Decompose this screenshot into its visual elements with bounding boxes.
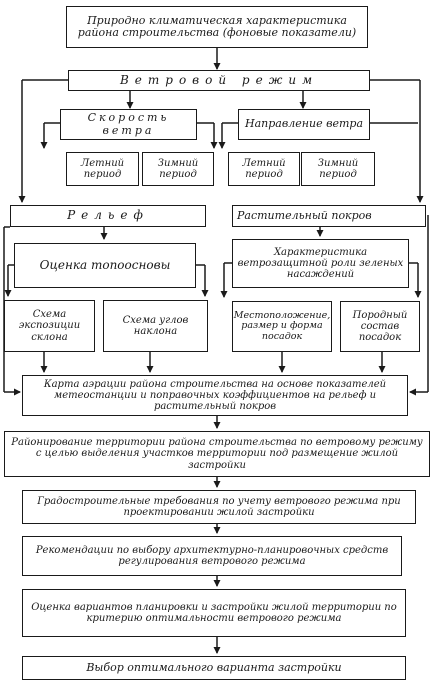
node-vegetation-text: Растительный покров [237,208,372,222]
node-slope-angles: Схема углов наклона [103,300,208,352]
node-speed-winter: Зимний период [142,152,214,186]
node-dir-winter-text: Зимний период [317,157,359,180]
node-variant-assessment-text: Оценка вариантов планировки и застройки … [31,601,397,624]
node-slope-exposure-text: Схема экспозиции склона [18,309,81,343]
node-dir-winter: Зимний период [301,152,375,186]
node-planting-species-text: Породный состав посадок [352,309,408,344]
node-wind-regime-text: Ветровой режим [119,72,319,87]
node-relief-text: Рельеф [67,208,149,223]
node-vegetation: Растительный покров [232,205,426,227]
node-aeration-map-text: Карта аэрации района строительства на ос… [43,378,387,413]
node-optimal-choice-text: Выбор оптимального варианта застройки [86,660,342,674]
node-speed-winter-text: Зимний период [157,157,199,180]
node-aeration-map: Карта аэрации района строительства на ос… [22,375,408,416]
node-dir-summer: Летний период [228,152,300,186]
node-variant-assessment: Оценка вариантов планировки и застройки … [22,589,406,637]
node-topo-assessment-text: Оценка топоосновы [39,257,171,272]
node-wind-direction: Направление ветра [238,109,370,140]
node-urban-requirements-text: Градостроительные требования по учету ве… [37,495,401,518]
node-windbreak-char-text: Характеристика ветрозащитной роли зелены… [237,246,404,281]
node-wind-direction-text: Направление ветра [244,117,364,131]
node-optimal-choice: Выбор оптимального варианта застройки [22,656,406,680]
node-speed-summer: Летний период [66,152,139,186]
node-zoning: Районирование территории района строител… [4,431,430,477]
node-dir-summer-text: Летний период [242,157,286,180]
node-urban-requirements: Градостроительные требования по учету ве… [22,490,416,524]
node-recommendations: Рекомендации по выбору архитектурно-план… [22,536,402,576]
node-zoning-text: Районирование территории района строител… [11,437,423,471]
node-wind-speed: Скорость ветра [60,109,197,140]
node-topo-assessment: Оценка топоосновы [14,243,196,288]
node-planting-location: Местоположение, размер и форма посадок [232,301,332,352]
node-relief: Рельеф [10,205,206,227]
node-climate: Природно климатическая характеристика ра… [66,6,368,48]
node-climate-text: Природно климатическая характеристика ра… [77,13,357,39]
node-planting-location-text: Местоположение, размер и форма посадок [233,309,331,342]
node-speed-summer-text: Летний период [80,157,125,180]
node-wind-regime: Ветровой режим [68,70,370,91]
node-planting-species: Породный состав посадок [340,301,420,352]
node-windbreak-char: Характеристика ветрозащитной роли зелены… [232,239,409,288]
node-slope-angles-text: Схема углов наклона [122,314,189,337]
node-slope-exposure: Схема экспозиции склона [4,300,95,352]
node-wind-speed-text: Скорость ветра [87,111,170,137]
node-recommendations-text: Рекомендации по выбору архитектурно-план… [35,544,389,567]
